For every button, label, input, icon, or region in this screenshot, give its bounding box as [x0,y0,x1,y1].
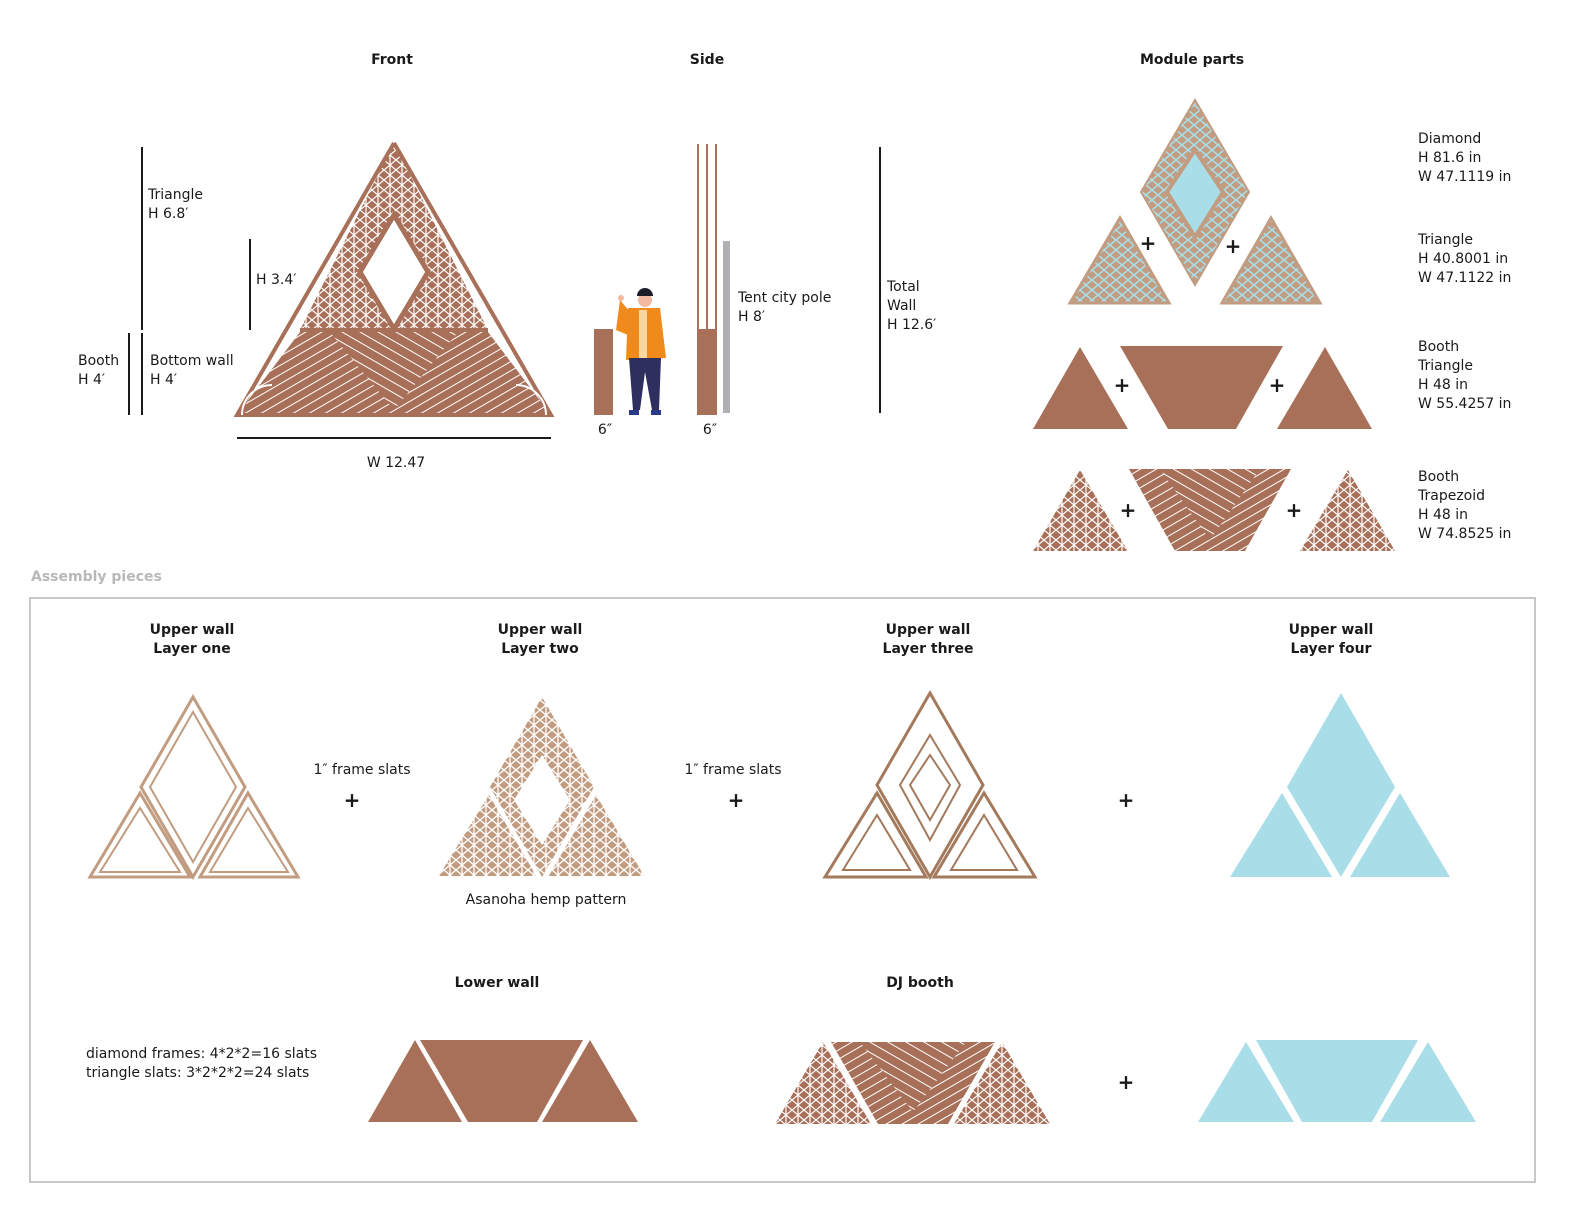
layer-four-drawing [1230,693,1450,877]
dj-booth-title: DJ booth [886,975,954,991]
booth-side-block [594,329,613,415]
plus-icon: + [1224,234,1242,258]
assembly-panel [29,597,1536,1183]
side-view-drawing [594,144,881,415]
pattern-note: Asanoha hemp pattern [465,892,627,908]
front-center-v [330,332,458,410]
layer-two-drawing [435,697,648,878]
patterned-triangle-left [1033,470,1128,551]
lower-wall-drawing [368,1040,638,1122]
front-wall-drawing [233,142,555,417]
front-dimension-lines [128,147,551,439]
frame-slats-note: 1″ frame slats [313,762,411,778]
plus-icon: + [1285,498,1303,522]
plus-icon: + [1268,373,1286,397]
width-label: W 12.47 [366,455,426,471]
front-arc-left [241,384,273,416]
plus-icon: + [343,788,361,812]
side-title: Side [689,52,725,68]
booth-depth-label: 6″ [597,422,613,438]
assembly-section-title: Assembly pieces [31,569,162,585]
wall-depth-label: 6″ [702,422,718,438]
plus-icon: + [1113,373,1131,397]
module-parts-title: Module parts [1139,52,1245,68]
upper-height-label: H 3.4′ [256,272,297,288]
booth-triangle-left [1033,347,1128,429]
lower-wall-title: Lower wall [454,975,540,991]
plus-icon: + [1119,498,1137,522]
person-figure-icon [616,288,666,415]
plus-icon: + [727,788,745,812]
layer-three-drawing [822,689,1038,881]
plus-icon: + [1117,1070,1135,1094]
front-arc-right [515,384,547,416]
tent-pole [723,241,730,413]
front-title: Front [371,52,413,68]
dj-booth-blue-drawing [1198,1040,1476,1122]
layer-one-drawing [87,694,301,880]
patterned-triangle-right [1300,470,1395,551]
frame-slats-note: 1″ frame slats [684,762,782,778]
dj-booth-drawing [775,1042,1050,1124]
module-triangle-right [1219,214,1323,305]
plus-icon: + [1117,788,1135,812]
module-triangle-left [1067,215,1172,305]
booth-triangle-right [1277,347,1372,429]
booth-trapezoid-solid [1120,346,1283,429]
plus-icon: + [1139,231,1157,255]
wall-side-base [697,329,717,415]
module-parts-drawing [1033,98,1395,551]
